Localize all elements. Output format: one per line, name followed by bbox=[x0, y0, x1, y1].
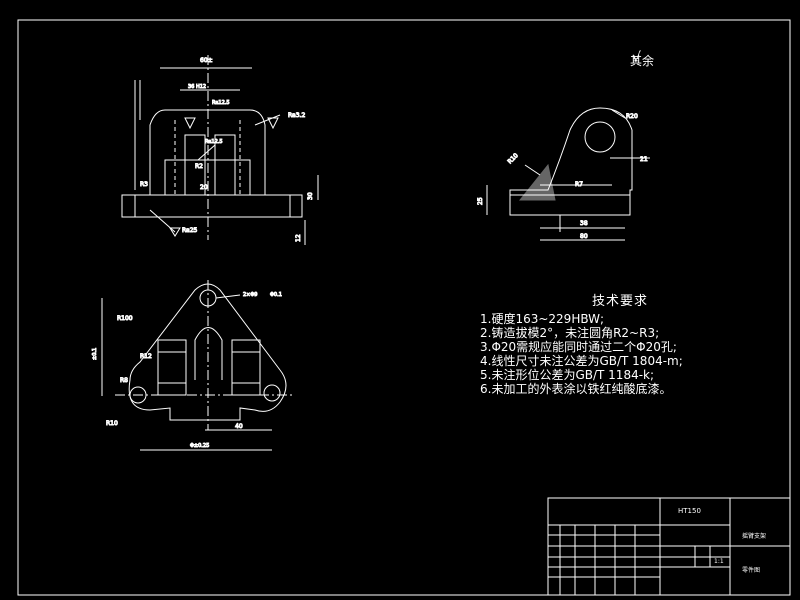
svg-text:Ra12.5: Ra12.5 bbox=[205, 139, 223, 145]
svg-text:R10: R10 bbox=[106, 420, 118, 427]
svg-text:±0.1: ±0.1 bbox=[92, 348, 98, 360]
svg-text:Φ±0.25: Φ±0.25 bbox=[190, 443, 209, 449]
svg-text:2×Φ9: 2×Φ9 bbox=[243, 292, 258, 298]
tech-requirements-title: 技术要求 bbox=[591, 294, 648, 309]
svg-text:R2: R2 bbox=[195, 163, 203, 170]
front-view: 60± 36 H12 Ra3.2 Ra12.5 Ra12.5 Ra25 R3 R… bbox=[121, 55, 319, 245]
requirement-item: 2.铸造拔模2°，未注圆角R2~R3; bbox=[480, 326, 660, 340]
svg-text:Φ0.1: Φ0.1 bbox=[270, 292, 282, 298]
svg-text:38: 38 bbox=[580, 220, 588, 227]
svg-text:R8: R8 bbox=[120, 377, 128, 384]
svg-text:Ra25: Ra25 bbox=[182, 227, 198, 234]
svg-text:20: 20 bbox=[200, 184, 208, 191]
requirement-item: 1.硬度163~229HBW; bbox=[480, 312, 605, 326]
svg-text:R12: R12 bbox=[140, 353, 152, 360]
drawing-no-label: 零件图 bbox=[742, 567, 761, 574]
tech-requirements-list: 1.硬度163~229HBW; 2.铸造拔模2°，未注圆角R2~R3; 3.Φ2… bbox=[480, 312, 683, 396]
svg-text:R20: R20 bbox=[626, 113, 638, 120]
requirement-item: 3.Φ20需规应能同时通过二个Φ20孔; bbox=[480, 340, 677, 354]
requirement-item: 4.线性尺寸未注公差为GB/T 1804-m; bbox=[480, 354, 683, 368]
svg-text:21: 21 bbox=[640, 156, 648, 163]
svg-text:R7: R7 bbox=[575, 181, 583, 188]
material-label: HT150 bbox=[678, 507, 701, 515]
svg-text:80: 80 bbox=[580, 233, 588, 240]
svg-text:Ra3.2: Ra3.2 bbox=[288, 112, 305, 119]
svg-text:12: 12 bbox=[295, 234, 302, 242]
svg-text:25: 25 bbox=[477, 197, 484, 205]
title-block bbox=[547, 497, 791, 596]
requirement-item: 6.未加工的外表涂以铁红纯酸底漆。 bbox=[480, 382, 672, 396]
part-name-label: 摇臂支架 bbox=[742, 533, 767, 540]
roughness-label: 其余 bbox=[630, 54, 655, 68]
svg-text:40: 40 bbox=[235, 423, 243, 430]
requirement-item: 5.未注形位公差为GB/T 1184-k; bbox=[480, 368, 655, 382]
svg-text:30: 30 bbox=[307, 192, 314, 200]
scale-label: 1:1 bbox=[714, 558, 724, 565]
svg-text:36 H12: 36 H12 bbox=[188, 84, 206, 90]
svg-text:Ra12.5: Ra12.5 bbox=[212, 100, 230, 106]
svg-text:R3: R3 bbox=[140, 181, 148, 188]
svg-text:60±: 60± bbox=[200, 57, 213, 64]
svg-text:√: √ bbox=[632, 50, 641, 66]
svg-text:R100: R100 bbox=[117, 315, 133, 322]
border-outer bbox=[17, 19, 791, 596]
top-view: R100 R12 R8 R10 40 Φ±0.25 ±0.1 2×Φ9 Φ0.1 bbox=[92, 280, 295, 451]
